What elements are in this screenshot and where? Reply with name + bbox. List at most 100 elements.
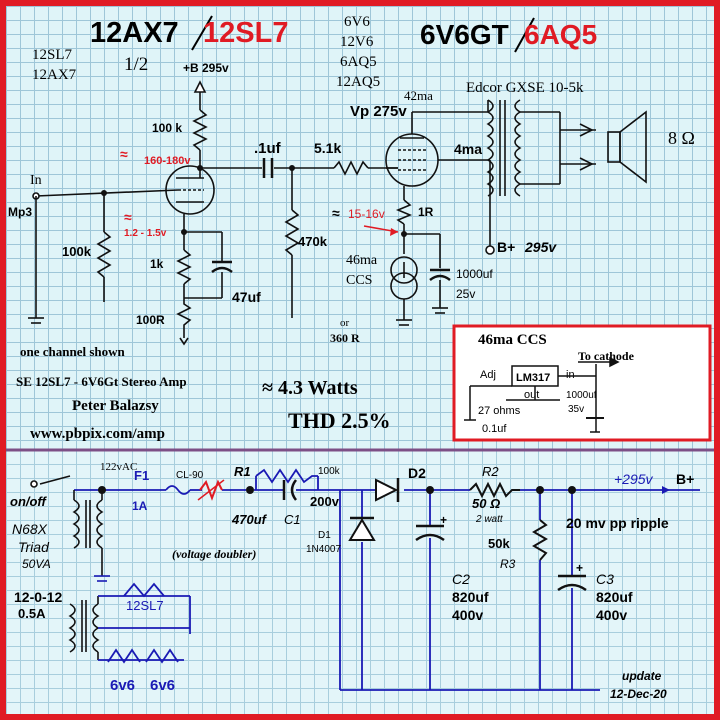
d1-part: 1N4007 <box>306 544 341 555</box>
ripple-note: 20 mv pp ripple <box>566 515 669 531</box>
r2-value: 50 Ω <box>472 496 500 511</box>
mp3-label: Mp3 <box>8 205 32 219</box>
transformer-model: N68X <box>12 521 48 537</box>
r1-value: 100k <box>318 466 341 477</box>
plate-current: 42ma <box>404 88 433 103</box>
ccs-to-cathode: To cathode <box>578 349 635 363</box>
ccs-label-2: CCS <box>346 273 372 288</box>
r3-symbol <box>532 519 548 561</box>
approx-symbol-3: ≈ <box>332 205 340 221</box>
update-label: update <box>622 669 662 683</box>
bypass-cap-2: 25v <box>456 287 475 301</box>
output-cathode-voltage: 15-16v <box>348 207 385 221</box>
website-url: www.pbpix.com/amp <box>30 426 165 442</box>
grid-leak-resistor: 470k <box>298 234 328 249</box>
supply-label: +B 295v <box>183 61 229 75</box>
tube1-name: 12AX7 <box>90 17 179 49</box>
title-line: SE 12SL7 - 6V6Gt Stereo Amp <box>16 374 187 389</box>
ccs-in: in <box>566 369 575 381</box>
tube2-option-2: 12V6 <box>340 34 374 50</box>
ccs-cap: 0.1uf <box>482 423 507 435</box>
heater-12sl7: 12SL7 <box>126 598 164 613</box>
cathode-voltage: 1.2 - 1.5v <box>124 228 167 239</box>
c3-voltage: 400v <box>596 607 627 623</box>
fuse-rating: 1A <box>132 499 148 513</box>
ccs-resistor: 27 ohms <box>478 405 521 417</box>
supply-wiring <box>74 468 700 691</box>
d2-symbol <box>375 478 399 502</box>
tube2-name: 6V6GT <box>420 19 509 50</box>
title-slash <box>191 15 213 51</box>
tube1-half: 1/2 <box>124 54 148 75</box>
ccs-inset-box <box>452 324 712 442</box>
tube1-alt-2: 12AX7 <box>32 67 77 83</box>
output-cathode-resistor: 1R <box>418 205 434 219</box>
switch-label: on/off <box>10 494 48 509</box>
ccs-out: out <box>524 389 539 401</box>
approx-symbol-1: ≈ <box>120 146 128 162</box>
fuse-label: F1 <box>134 468 149 483</box>
output-voltage: +295v <box>614 471 654 487</box>
d1-label: D1 <box>318 530 331 541</box>
ac-input: 122vAC <box>100 461 137 473</box>
thd-value: THD 2.5% <box>288 408 391 433</box>
svg-text:+: + <box>576 561 583 575</box>
r2-symbol <box>469 481 520 499</box>
screen-current: 4ma <box>454 141 482 157</box>
d2-label: D2 <box>408 465 426 481</box>
output-bplus: B+ <box>676 471 694 487</box>
output-arrow <box>662 486 670 494</box>
bplus-label: B+ <box>497 239 515 255</box>
transformer-brand: Triad <box>18 539 50 555</box>
tube1-alt-name: 12SL7 <box>203 17 288 49</box>
c2-voltage: 400v <box>452 607 483 623</box>
svg-text:+: + <box>440 513 447 527</box>
heater-6v6-a: 6v6 <box>110 677 135 694</box>
c2-label: C2 <box>452 571 470 587</box>
r3-value: 50k <box>488 536 510 551</box>
plate-voltage: 160-180v <box>144 155 191 167</box>
author: Peter Balazsy <box>72 398 159 414</box>
approx-symbol-2: ≈ <box>124 209 132 225</box>
power-supply-panel <box>6 450 714 714</box>
vp-label: Vp 275v <box>350 103 407 120</box>
grid-stopper: 5.1k <box>314 140 341 156</box>
chip-label: LM317 <box>516 372 550 384</box>
transformer-rating: 50VA <box>22 557 51 571</box>
c3-value: 820uf <box>596 589 633 605</box>
d1-symbol <box>348 518 376 541</box>
update-date: 12-Dec-20 <box>610 687 667 701</box>
speaker-impedance: 8 Ω <box>668 128 695 148</box>
cathode-cap: 47uf <box>232 289 261 305</box>
bottom-resistor: 100R <box>136 313 165 327</box>
c1-label: C1 <box>284 512 301 527</box>
plate-resistor: 100 k <box>152 121 182 135</box>
heater-wiring <box>98 582 191 664</box>
title-slash-2 <box>514 17 535 53</box>
ccs-adj: Adj <box>480 369 496 381</box>
ccs-bulk-cap-2: 35v <box>568 404 584 415</box>
heater-6v6-b: 6v6 <box>150 677 175 694</box>
coupling-cap: .1uf <box>254 140 282 157</box>
input-label: In <box>30 173 42 188</box>
power-output: ≈ 4.3 Watts <box>262 377 358 399</box>
tube2-option-4: 12AQ5 <box>336 74 380 90</box>
doubler-note: (voltage doubler) <box>172 547 256 561</box>
tube2-option-1: 6V6 <box>344 14 370 30</box>
bplus-value: 295v <box>524 239 557 255</box>
thermistor-symbol <box>199 479 223 501</box>
tube1-alt-1: 12SL7 <box>32 47 73 63</box>
c2-value: 820uf <box>452 589 489 605</box>
thermistor-label: CL-90 <box>176 470 204 481</box>
c3-label: C3 <box>596 571 614 587</box>
tube2-option-3: 6AQ5 <box>340 54 377 70</box>
ccs-bulk-cap-1: 1000uf <box>566 390 597 401</box>
ccs-label-1: 46ma <box>346 253 378 268</box>
bypass-cap-1: 1000uf <box>456 267 493 281</box>
heater-transformer: 12-0-12 <box>14 589 62 605</box>
ccs-wiring <box>464 356 620 433</box>
c1-value: 470uf <box>231 512 268 527</box>
or-label: or <box>340 317 350 329</box>
alt-resistor: 360 R <box>330 331 360 345</box>
